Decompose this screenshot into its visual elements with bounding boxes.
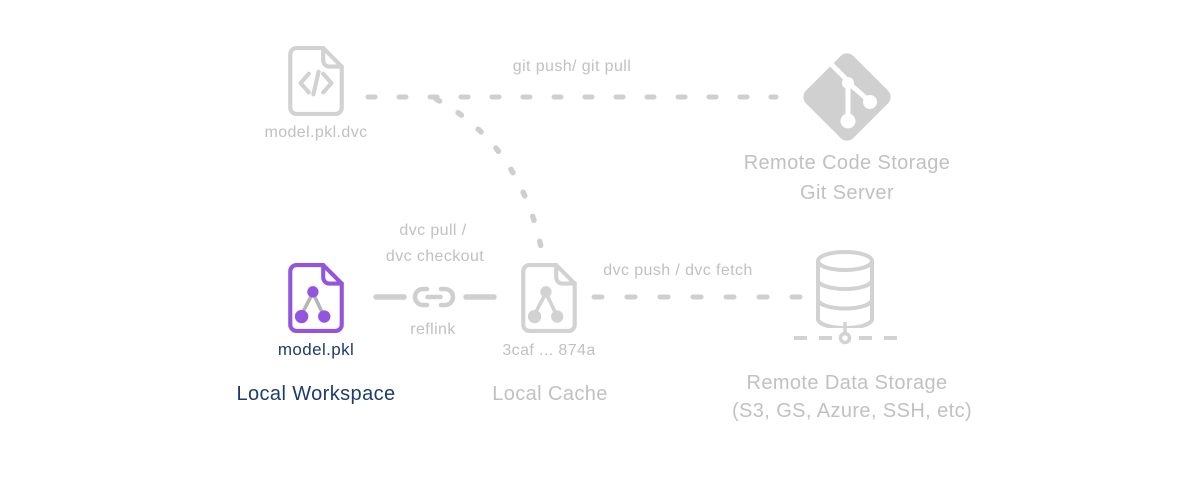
workspace-title: Local Workspace (236, 383, 396, 405)
git-server-title-line2: Git Server (799, 182, 895, 204)
database-node-dot (838, 331, 852, 345)
dvc-sync-edge-label: dvc push / dvc fetch (603, 262, 753, 279)
model-file-label: model.pkl (277, 340, 355, 359)
database-icon (816, 250, 874, 328)
git-server-title-line1: Remote Code Storage (743, 152, 951, 174)
cache-hash-label: 3caf ... 874a (502, 342, 596, 359)
link-icon (412, 286, 456, 308)
git-server-icon (803, 52, 891, 141)
cache-file-icon (521, 263, 577, 333)
model-file-icon (288, 263, 344, 333)
dvc-checkout-edge-label-line2: dvc checkout (385, 248, 485, 265)
code-chevron-left (298, 71, 311, 95)
data-storage-title-line2: (S3, GS, Azure, SSH, etc) (731, 400, 973, 422)
code-chevron-right (321, 71, 334, 95)
data-storage-title-line1: Remote Data Storage (746, 372, 948, 394)
cache-title: Local Cache (492, 383, 608, 405)
dvc-checkout-edge-label-line1: dvc pull / (399, 222, 467, 239)
dvc-pointer-file-label: model.pkl.dvc (264, 124, 368, 141)
git-sync-edge-label: git push/ git pull (512, 58, 632, 75)
dvc-pointer-file-icon (288, 46, 344, 116)
reflink-label: reflink (410, 321, 456, 338)
code-slash (311, 69, 321, 97)
